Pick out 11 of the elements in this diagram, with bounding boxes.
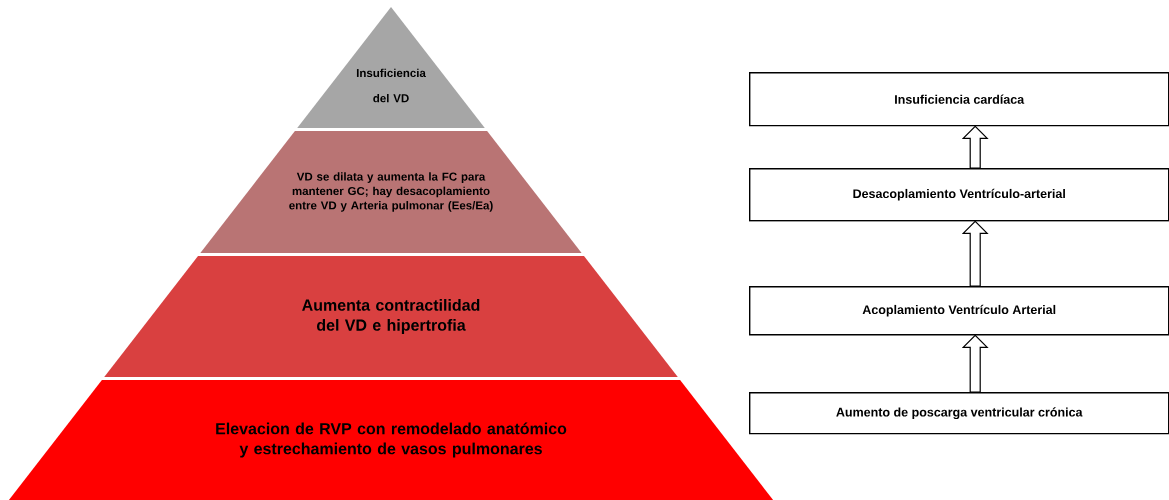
pyramid-level: Insuficiencia del VD xyxy=(297,7,485,128)
process-box: Acoplamiento Ventrículo Arterial xyxy=(749,286,1169,336)
pyramid-level: VD se dilata y aumenta la FC para mantener GC; hay desacoplamiento entre VD y Arteria pulmonar (Ees/Ea) xyxy=(200,131,582,253)
block-arrow xyxy=(961,125,989,169)
process-box: Insuficiencia cardíaca xyxy=(749,72,1169,127)
process-box: Aumento de poscarga ventricular crónica xyxy=(749,392,1169,435)
process-box: Desacoplamiento Ventrículo-arterial xyxy=(749,168,1169,222)
pyramid-level: Aumenta contractilidad del VD e hipertrofia xyxy=(104,256,678,377)
block-arrow xyxy=(961,220,989,287)
block-arrow xyxy=(961,334,989,393)
pyramid-level: Elevacion de RVP con remodelado anatómico y estrechamiento de vasos pulmonares xyxy=(8,380,774,500)
